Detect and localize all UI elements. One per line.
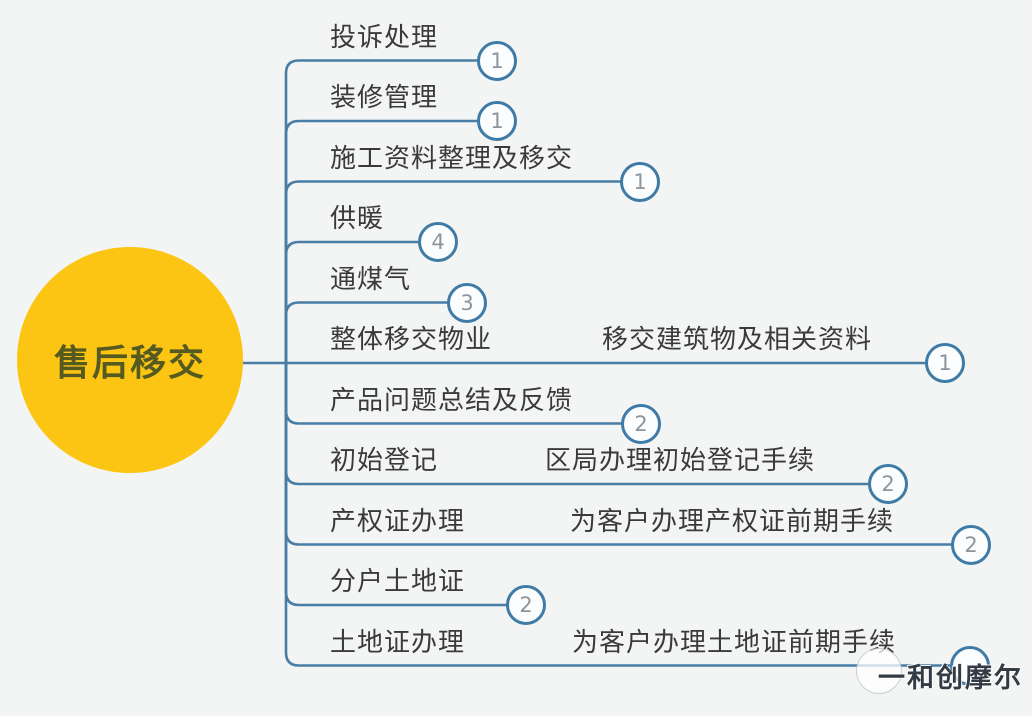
branch-label: 土地证办理 xyxy=(330,627,466,658)
branch-count-badge: 2 xyxy=(506,585,546,625)
badge-number: 3 xyxy=(460,290,474,315)
branch-connector xyxy=(284,240,420,365)
branch-count-badge: 1 xyxy=(477,40,517,81)
badge-number: 1 xyxy=(633,169,647,194)
branch-connector xyxy=(284,119,479,365)
branch-label: 投诉处理 xyxy=(330,22,439,53)
branch-count-badge: 2 xyxy=(868,464,908,504)
branch-sublabel: 区局办理初始登记手续 xyxy=(545,446,816,476)
branch-label: 装修管理 xyxy=(330,83,439,113)
badge-number: 2 xyxy=(964,532,978,557)
branch-count-badge: 4 xyxy=(418,222,458,262)
branch-count-badge: 1 xyxy=(477,101,517,141)
branch-label: 分户土地证 xyxy=(330,567,466,597)
root-node: 售后移交 xyxy=(17,247,243,473)
badge-number: 2 xyxy=(519,593,533,617)
branch-count-badge: 2 xyxy=(621,403,661,444)
branch-count-badge: 3 xyxy=(447,282,487,323)
branch-connector xyxy=(284,361,952,667)
branch-label: 通煤气 xyxy=(330,264,412,295)
branch-sublabel: 为客户办理土地证前期手续 xyxy=(572,627,897,658)
branch-count-badge xyxy=(950,645,990,686)
branch-label: 供暖 xyxy=(330,204,385,234)
branch-count-badge: 1 xyxy=(925,343,965,383)
badge-number: 2 xyxy=(634,411,648,436)
branch-connector xyxy=(284,180,622,365)
branch-connector xyxy=(284,301,449,365)
badge-number: 4 xyxy=(431,230,445,254)
branch-label: 产品问题总结及反馈 xyxy=(330,385,574,416)
badge-number: 2 xyxy=(881,472,895,496)
branch-count-badge: 1 xyxy=(620,161,660,202)
root-node-label: 售后移交 xyxy=(53,343,206,384)
badge-number: 1 xyxy=(490,48,504,73)
branch-connector xyxy=(284,59,479,365)
badge-number: 1 xyxy=(938,351,952,375)
badge-number: 1 xyxy=(490,109,504,133)
branch-label: 整体移交物业 xyxy=(330,325,493,355)
branch-sublabel: 为客户办理产权证前期手续 xyxy=(570,506,895,537)
branch-label: 初始登记 xyxy=(330,446,439,476)
branch-label: 产权证办理 xyxy=(330,506,466,537)
branch-label: 施工资料整理及移交 xyxy=(330,143,574,174)
branch-count-badge: 2 xyxy=(951,524,991,565)
branch-sublabel: 移交建筑物及相关资料 xyxy=(602,325,873,355)
